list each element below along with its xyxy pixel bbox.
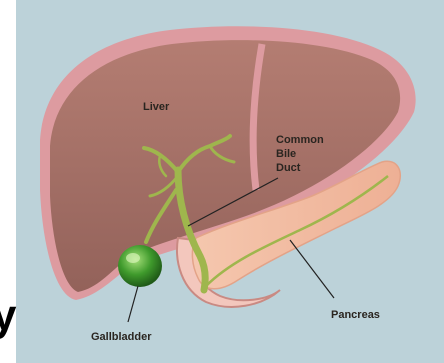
label-pancreas: Pancreas [331, 309, 380, 321]
label-gallbladder: Gallbladder [91, 331, 152, 343]
edge-glyph: y [0, 291, 17, 340]
label-liver: Liver [143, 101, 170, 113]
label-bile-duct-line3: Duct [276, 162, 301, 174]
label-bile-duct-line1: Common [276, 134, 324, 146]
label-bile-duct-line2: Bile [276, 148, 296, 160]
gallbladder-highlight [126, 253, 140, 263]
gallbladder [118, 245, 162, 287]
